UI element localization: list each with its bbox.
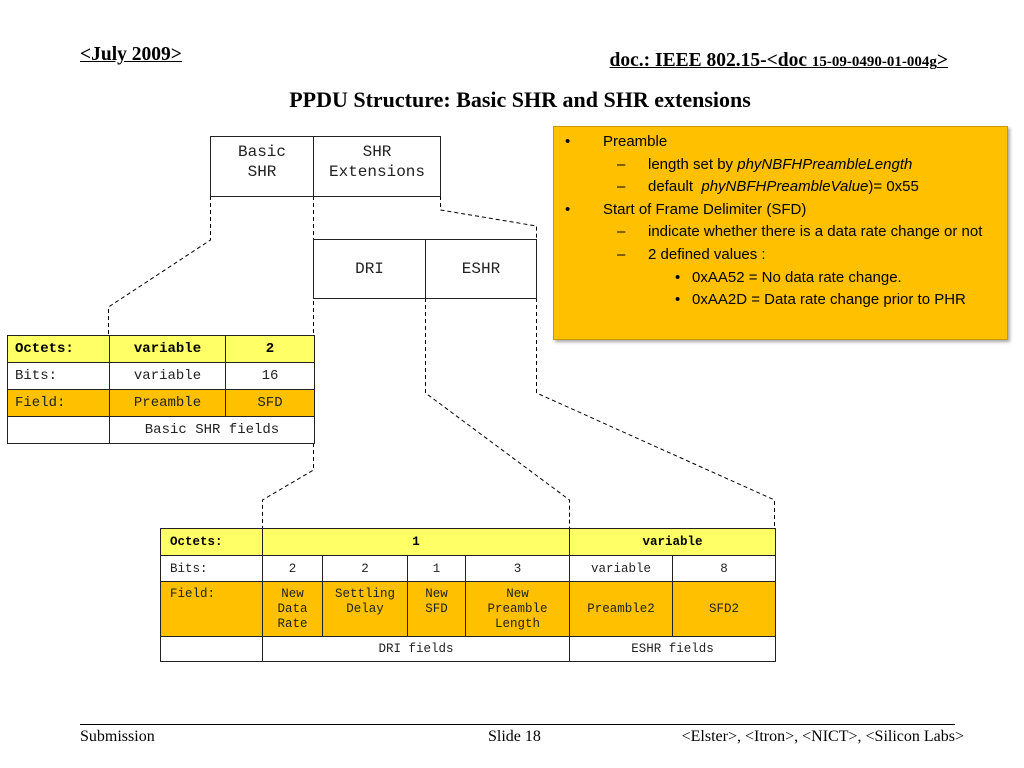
field-row: Field: Preamble SFD: [7, 389, 315, 417]
table-cell: 3: [464, 555, 571, 582]
eshr-cell: ESHR: [425, 240, 536, 298]
fields-caption-row: Basic SHR fields: [7, 416, 315, 444]
table-cell: New Preamble Length: [464, 581, 571, 637]
eshr-fields-caption: ESHR fields: [569, 636, 777, 662]
bullet-marker: •: [675, 268, 681, 286]
basic-shr-cell: Basic SHR: [237, 143, 286, 181]
table-cell: New SFD: [407, 581, 466, 637]
slide-title: PPDU Structure: Basic SHR and SHR extens…: [289, 87, 751, 112]
table-cell: SFD: [225, 389, 315, 417]
info-item: • Preamble: [554, 131, 1007, 154]
connector-line: [536, 298, 775, 528]
eshr-octets-cell: variable: [569, 528, 777, 556]
table-cell: variable: [109, 335, 226, 363]
info-item-text: length set by phyNBFHPreambleLength: [648, 154, 912, 177]
info-item-text: Start of Frame Delimiter (SFD): [603, 200, 807, 218]
table-cell: New Data Rate: [262, 581, 323, 637]
connector-line: [425, 298, 570, 528]
dri-octets-cell: 1: [261, 528, 571, 556]
row-label: Field:: [160, 581, 263, 637]
dash-marker: –: [617, 245, 626, 263]
footer-authors: <Elster>, <Itron>, <NICT>, <Silicon Labs…: [681, 728, 964, 745]
document-id-suffix: >: [936, 50, 948, 71]
table-cell: 1: [407, 555, 466, 582]
octets-row: Octets: variable 2: [7, 335, 315, 363]
connector-line: [440, 196, 537, 239]
shr-extensions-breakdown-box: DRI ESHR: [313, 239, 537, 299]
info-item-text: 0xAA2D = Data rate change prior to PHR: [692, 291, 966, 309]
document-number: 15-09-0490-01-004g: [811, 54, 937, 70]
info-item: – length set by phyNBFHPreambleLength: [554, 154, 1007, 177]
bullet-marker: •: [565, 200, 571, 218]
info-item: – indicate whether there is a data rate …: [554, 221, 1007, 244]
footer-slide-number: Slide 18: [488, 728, 541, 745]
dri-cell: DRI: [355, 260, 384, 278]
row-label: Bits:: [160, 555, 263, 582]
shr-overview-box: Basic SHR SHR Extensions: [210, 136, 441, 197]
bullet-marker: •: [675, 291, 681, 309]
empty-cell: [7, 416, 110, 444]
fields-caption-row: DRI fields ESHR fields: [160, 636, 777, 662]
info-item: • 0xAA52 = No data rate change.: [554, 267, 1007, 290]
table-cell: Preamble2: [569, 581, 674, 637]
dash-marker: –: [617, 155, 626, 173]
info-item-text: Preamble: [603, 133, 668, 150]
info-box: • Preamble – length set by phyNBFHPreamb…: [553, 126, 1008, 340]
dash-marker: –: [617, 223, 626, 241]
info-item-text-part: )= 0x55: [868, 178, 919, 196]
connector-line: [262, 443, 314, 528]
info-item-italic-part: phyNBFHPreambleValue: [701, 178, 869, 196]
table-cell: Settling Delay: [322, 581, 408, 637]
basic-shr-fields-caption: Basic SHR fields: [109, 416, 315, 444]
bits-row: Bits: 2 2 1 3 variable 8: [160, 555, 777, 582]
bullet-marker: •: [565, 133, 571, 150]
info-item-italic-part: phyNBFHPreambleLength: [737, 155, 913, 173]
basic-shr-table: Octets: variable 2 Bits: variable 16 Fie…: [7, 335, 315, 444]
row-label: Octets:: [160, 528, 263, 556]
table-cell: 2: [322, 555, 408, 582]
table-cell: SFD2: [672, 581, 777, 637]
info-item-text: default phyNBFHPreambleValue)= 0x55: [648, 176, 919, 199]
field-row: Field: New Data Rate Settling Delay New …: [160, 581, 777, 637]
table-cell: 8: [672, 555, 777, 582]
table-cell: Preamble: [109, 389, 226, 417]
row-label: Octets:: [7, 335, 110, 363]
info-item: • Start of Frame Delimiter (SFD): [554, 199, 1007, 222]
info-item-text-part: default: [648, 178, 702, 196]
info-item-text: indicate whether there is a data rate ch…: [648, 223, 983, 241]
row-label: Field:: [7, 389, 110, 417]
connector-line: [108, 196, 211, 335]
dash-marker: –: [617, 178, 626, 196]
footer-submission: Submission: [80, 728, 155, 745]
info-item: – default phyNBFHPreambleValue)= 0x55: [554, 176, 1007, 199]
info-item-text: 2 defined values :: [648, 245, 766, 263]
document-id-prefix: doc.: IEEE 802.15-<doc: [609, 50, 812, 71]
octets-row: Octets: 1 variable: [160, 528, 777, 556]
table-cell: 2: [225, 335, 315, 363]
info-item-text: 0xAA52 = No data rate change.: [692, 268, 902, 286]
bits-row: Bits: variable 16: [7, 362, 315, 390]
table-cell: 2: [262, 555, 323, 582]
info-item: • 0xAA2D = Data rate change prior to PHR: [554, 289, 1007, 312]
dri-eshr-table: Octets: 1 variable Bits: 2 2 1 3 variabl…: [160, 528, 777, 662]
info-item-text-part: length set by: [648, 155, 738, 173]
empty-cell: [160, 636, 263, 662]
table-cell: variable: [109, 362, 226, 390]
dri-fields-caption: DRI fields: [261, 636, 571, 662]
info-item: – 2 defined values :: [554, 244, 1007, 267]
table-cell: variable: [569, 555, 674, 582]
slide-date: <July 2009>: [80, 44, 182, 65]
footer-divider: [80, 724, 955, 725]
document-id: doc.: IEEE 802.15-<doc 15-09-0490-01-004…: [610, 50, 948, 73]
table-cell: 16: [225, 362, 315, 390]
row-label: Bits:: [7, 362, 110, 390]
shr-extensions-cell: SHR Extensions: [313, 137, 440, 196]
